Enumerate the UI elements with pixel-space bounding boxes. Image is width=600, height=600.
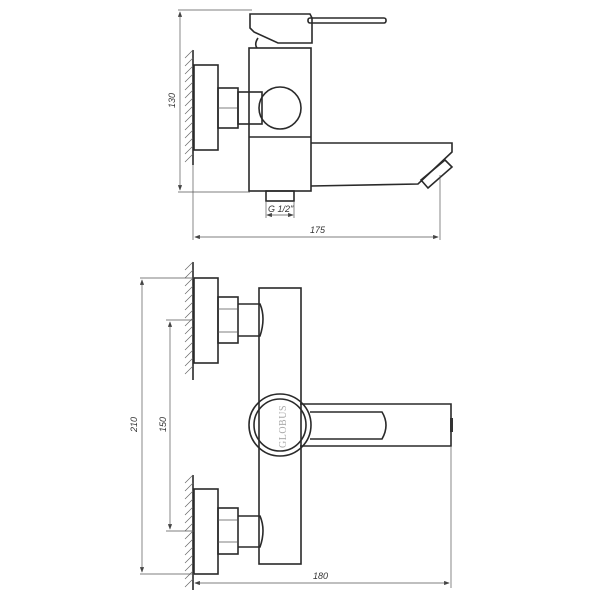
dim-width-180: 180: [313, 571, 328, 581]
front-knob: [248, 393, 312, 457]
lower-nut: [217, 507, 239, 555]
mixer-body: [248, 47, 312, 192]
wall-hatch-top: [184, 49, 194, 165]
aerator: [419, 158, 454, 190]
wall-hatch-lower: [184, 474, 194, 590]
spout: [310, 142, 453, 187]
brand-logo: GLOBUS: [278, 405, 289, 448]
dim-center-150: 150: [158, 417, 168, 432]
dim-height-210: 210: [129, 417, 139, 433]
dim-height-130: 130: [167, 93, 177, 108]
upper-escutcheon: [193, 277, 219, 364]
wall-hatch-upper: [184, 261, 194, 380]
diverter-knob: [258, 86, 302, 130]
dim-width-175: 175: [310, 225, 326, 235]
lever-handle: [249, 13, 313, 44]
lever-rod: [307, 17, 387, 24]
lower-escutcheon: [193, 488, 219, 575]
side-view: 130 G 1/2" 175: [167, 9, 454, 240]
escutcheon: [193, 64, 219, 151]
front-view: GLOBUS 210 150 180: [129, 261, 453, 590]
front-mixer-body: [258, 287, 302, 565]
upper-nut: [217, 296, 239, 344]
dim-thread: G 1/2": [268, 204, 294, 214]
thread-outlet: [265, 190, 295, 202]
